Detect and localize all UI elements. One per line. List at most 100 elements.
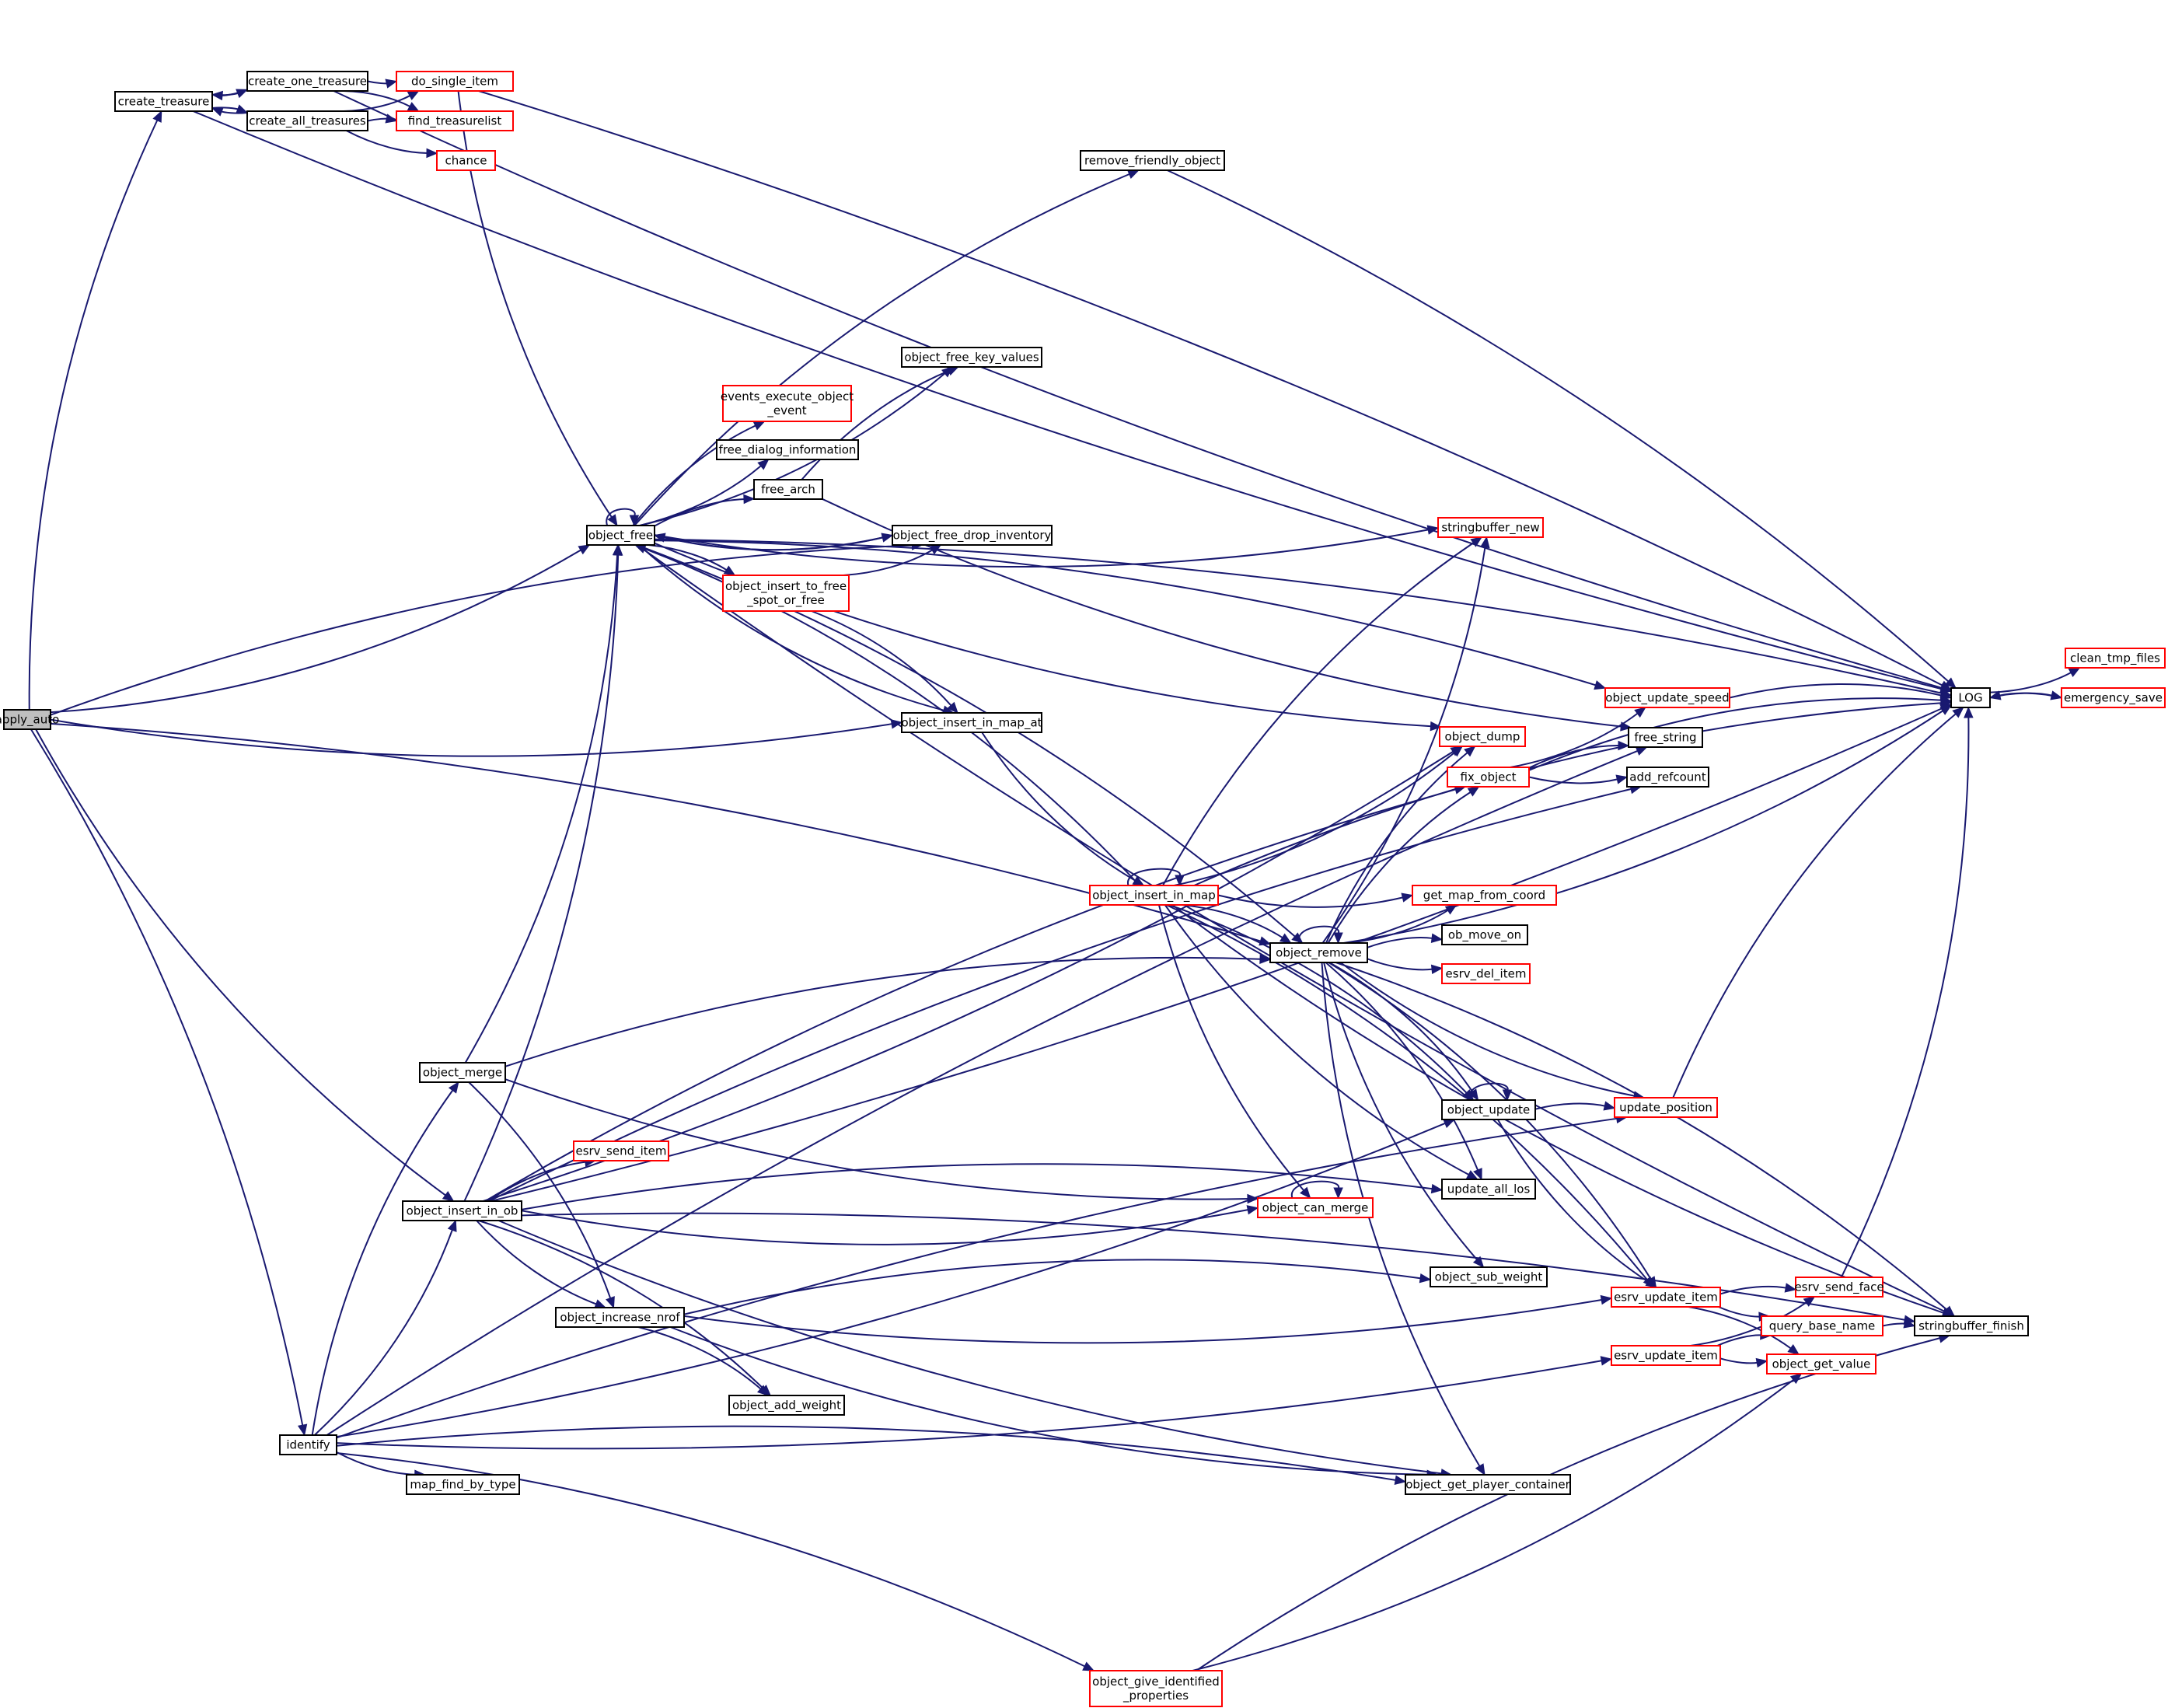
edge-create_one_treasure-to-LOG <box>333 90 1953 693</box>
node-object-increase-nrof[interactable]: object_increase_nrof <box>555 1307 685 1328</box>
edge-esrv_send_face-to-LOG <box>1840 706 1974 1278</box>
node-find-treasurelist[interactable]: find_treasurelist <box>396 110 514 131</box>
node-ob-move-on[interactable]: ob_move_on <box>1441 924 1528 945</box>
nodes-layer: apply_auto create_treasure create_one_trea… <box>0 71 2166 1707</box>
node-chance[interactable]: chance <box>436 150 496 171</box>
node-remove-friendly-object[interactable]: remove_friendly_object <box>1080 150 1225 171</box>
node-box <box>436 150 496 171</box>
edge-object_insert_in_map-to-object_remove <box>1182 904 1292 944</box>
node-create-treasure[interactable]: create_treasure <box>114 91 213 112</box>
node-update-all-los[interactable]: update_all_los <box>1441 1179 1536 1200</box>
node-esrv-send-item[interactable]: esrv_send_item <box>573 1140 669 1161</box>
edge-fix_object-to-add_refcount <box>1528 774 1629 784</box>
node-box <box>1405 1474 1571 1495</box>
node-box <box>1795 1277 1883 1298</box>
node-object-free-key-values[interactable]: object_free_key_values <box>901 347 1042 368</box>
node-object-add-weight[interactable]: object_add_weight <box>728 1395 845 1416</box>
node-object-free[interactable]: object_free <box>586 525 655 546</box>
node-identify[interactable]: identify <box>279 1434 337 1455</box>
node-object-sub-weight[interactable]: object_sub_weight <box>1430 1266 1548 1287</box>
node-free-arch[interactable]: free_arch <box>753 479 823 500</box>
edge-object_insert_in_map-to-object_can_merge <box>1157 904 1311 1199</box>
node-box <box>246 71 368 92</box>
node-label: object_add_weight <box>732 1399 841 1413</box>
node-box <box>1628 727 1703 748</box>
node-label: object_sub_weight <box>1435 1270 1543 1285</box>
node-object-update[interactable]: object_update <box>1441 1099 1536 1120</box>
edge-object_remove-to-stringbuffer_new <box>1321 536 1490 944</box>
node-LOG[interactable]: LOG <box>1950 687 1991 708</box>
node-label: events_execute_object <box>721 389 854 404</box>
node-label: esrv_del_item <box>1446 967 1527 982</box>
node-free-dialog-information[interactable]: free_dialog_information <box>716 439 859 460</box>
node-do-single-item[interactable]: do_single_item <box>396 71 514 92</box>
node-add-refcount[interactable]: add_refcount <box>1626 767 1709 788</box>
node-box <box>1412 885 1557 906</box>
edge-object_merge-to-object_remove <box>504 954 1272 1067</box>
node-update-position[interactable]: update_position <box>1614 1097 1718 1118</box>
node-object-merge[interactable]: object_merge <box>419 1062 506 1083</box>
node-fix-object[interactable]: fix_object <box>1447 767 1530 788</box>
node-apply-auto[interactable]: apply_auto <box>0 709 59 730</box>
node-object-remove[interactable]: object_remove <box>1269 942 1368 963</box>
node-free-string[interactable]: free_string <box>1628 727 1703 748</box>
node-label: esrv_send_item <box>575 1144 666 1159</box>
edge-update_position-to-LOG <box>1672 707 1964 1098</box>
node-box <box>1441 924 1528 945</box>
node-object-update-speed[interactable]: object_update_speed <box>1604 687 1730 708</box>
edge-object_free-to-object_dump <box>654 542 1442 732</box>
node-clean-tmp-files[interactable]: clean_tmp_files <box>2065 648 2166 669</box>
edge-create_all_treasures-to-create_treasure <box>211 107 248 117</box>
edge-remove_friendly_object-to-LOG <box>1167 169 1957 689</box>
edge-apply_auto-to-object_remove <box>50 722 1272 946</box>
node-object-free-drop-inventory[interactable]: object_free_drop_inventory <box>892 525 1053 546</box>
node-stringbuffer-new[interactable]: stringbuffer_new <box>1437 517 1544 538</box>
node-label: clean_tmp_files <box>2070 651 2160 666</box>
node-esrv-del-item[interactable]: esrv_del_item <box>1441 963 1531 984</box>
node-object-give-identified-properties[interactable]: object_give_identified_properties <box>1089 1670 1223 1707</box>
node-esrv-send-face[interactable]: esrv_send_face <box>1794 1277 1884 1298</box>
node-label: add_refcount <box>1629 770 1706 785</box>
node-stringbuffer-finish[interactable]: stringbuffer_finish <box>1914 1315 2029 1336</box>
node-esrv-update-item-2[interactable]: esrv_update_item <box>1611 1345 1721 1366</box>
node-label: object_insert_to_free <box>725 579 847 594</box>
edge-esrv_update_item_1-to-esrv_send_face <box>1719 1283 1797 1295</box>
node-object-insert-to-free-spot-or-free[interactable]: object_insert_to_free_spot_or_free <box>722 575 850 612</box>
node-object-can-merge[interactable]: object_can_merge <box>1257 1197 1374 1218</box>
node-box <box>402 1200 522 1221</box>
edge-object_insert_in_ob-to-object_free <box>463 543 623 1202</box>
node-query-base-name[interactable]: query_base_name <box>1761 1315 1883 1336</box>
node-get-map-from-coord[interactable]: get_map_from_coord <box>1412 885 1557 906</box>
node-label: object_get_value <box>1772 1357 1871 1372</box>
edge-identify-to-object_get_player_container <box>336 1425 1407 1485</box>
edge-object_remove-to-ob_move_on <box>1367 933 1444 948</box>
node-object-insert-in-map[interactable]: object_insert_in_map <box>1089 885 1219 906</box>
node-label: object_update_speed <box>1605 691 1729 706</box>
node-map-find-by-type[interactable]: map_find_by_type <box>406 1474 520 1495</box>
node-label: object_insert_in_map <box>1092 889 1216 903</box>
node-esrv-update-item-1[interactable]: esrv_update_item <box>1611 1287 1721 1308</box>
node-box <box>716 439 859 460</box>
node-object-insert-in-map-at[interactable]: object_insert_in_map_at <box>901 712 1042 733</box>
edge-object_merge-to-object_increase_nrof <box>468 1081 615 1309</box>
node-object-get-player-container[interactable]: object_get_player_container <box>1405 1474 1571 1495</box>
node-box <box>1441 1099 1536 1120</box>
node-events-execute-object-event[interactable]: events_execute_object_event <box>721 385 854 422</box>
edge-esrv_update_item_1-to-object_get_value <box>1688 1306 1800 1355</box>
edge-apply_auto-to-object_free <box>50 544 591 714</box>
node-object-insert-in-ob[interactable]: object_insert_in_ob <box>402 1200 522 1221</box>
edge-esrv_update_item_2-to-esrv_send_face <box>1690 1296 1816 1346</box>
node-box <box>1604 687 1730 708</box>
node-object-dump[interactable]: object_dump <box>1439 726 1526 747</box>
node-label: chance <box>445 154 487 168</box>
node-label: find_treasurelist <box>408 114 502 129</box>
node-object-get-value[interactable]: object_get_value <box>1766 1353 1876 1374</box>
node-create-all-treasures[interactable]: create_all_treasures <box>246 110 368 131</box>
node-box <box>1950 687 1991 708</box>
node-label: free_dialog_information <box>719 443 857 458</box>
node-box <box>419 1062 506 1083</box>
node-emergency-save[interactable]: emergency_save <box>2061 687 2166 708</box>
edge-object_update_speed-to-LOG <box>1729 683 1953 700</box>
edge-identify-to-object_give_identified_properties <box>336 1451 1095 1671</box>
node-create-one-treasure[interactable]: create_one_treasure <box>246 71 368 92</box>
